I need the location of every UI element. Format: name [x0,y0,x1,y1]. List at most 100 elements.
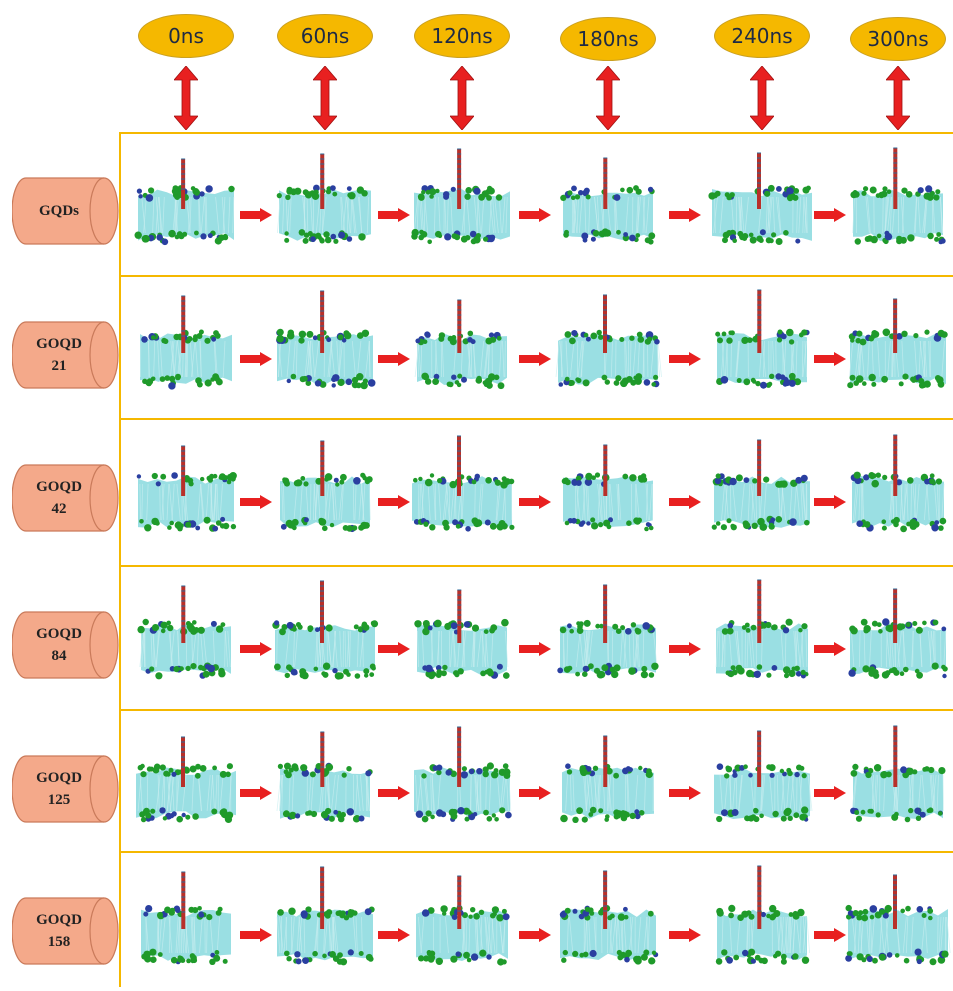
right-arrow-icon [814,928,846,942]
membrane-snapshot [850,147,946,245]
right-arrow-icon [377,786,410,800]
right-arrow-icon [669,786,701,800]
time-label-240ns: 240ns [714,14,810,58]
right-arrow-icon [669,495,701,509]
membrane-snapshot [414,589,510,680]
row-divider [119,275,953,277]
row-label-line1: GOQD [36,479,82,495]
right-arrow-icon [519,208,551,222]
membrane-snapshot [715,865,810,965]
right-arrow-icon [377,928,410,942]
membrane-snapshot [715,579,809,679]
double-headed-arrow-icon [313,66,337,130]
row-label-line1: GOQD [36,626,82,642]
row-label: GOQD 158 [12,897,122,965]
right-arrow-icon [814,642,846,656]
membrane-snapshot [141,871,231,965]
right-arrow-icon [519,642,551,656]
right-arrow-icon [239,642,272,656]
membrane-snapshot [850,725,946,823]
right-arrow-icon [239,928,272,942]
row-divider [119,851,953,853]
right-arrow-icon [377,495,410,509]
right-arrow-icon [669,352,701,366]
membrane-snapshot [414,726,512,823]
row-label-line1: GOQD [36,770,82,786]
membrane-snapshot [136,445,237,532]
membrane-snapshot [561,444,654,532]
double-headed-arrow-icon [174,66,198,130]
membrane-snapshot [714,730,813,823]
right-arrow-icon [239,786,272,800]
membrane-snapshot [560,157,656,245]
row-divider [119,418,953,420]
right-arrow-icon [814,786,846,800]
membrane-snapshot [557,584,659,679]
time-label-120ns: 120ns [414,14,510,58]
panel-frame [119,132,953,987]
membrane-snapshot [137,585,231,680]
time-label-180ns: 180ns [560,17,656,61]
right-arrow-icon [519,928,551,942]
row-label-shape [12,321,119,389]
right-arrow-icon [519,495,551,509]
membrane-snapshot [276,153,371,244]
row-label-line2: 42 [51,501,67,517]
membrane-snapshot [845,874,951,966]
time-label-60ns: 60ns [277,14,373,58]
right-arrow-icon [239,495,272,509]
membrane-snapshot [276,731,373,823]
membrane-snapshot [708,152,812,245]
double-headed-arrow-icon [596,66,620,130]
membrane-snapshot [412,435,515,532]
membrane-snapshot [136,736,236,823]
row-label-line2: 84 [51,648,67,664]
membrane-snapshot [414,299,507,390]
row-label-shape [12,897,119,965]
right-arrow-icon [377,208,410,222]
row-divider [119,709,953,711]
right-arrow-icon [377,352,410,366]
row-label-shape [12,611,119,679]
membrane-snapshot [272,580,379,680]
membrane-snapshot [555,294,662,388]
right-arrow-icon [669,642,701,656]
row-divider [119,565,953,567]
double-headed-arrow-icon [750,66,774,130]
membrane-snapshot [559,870,659,965]
right-arrow-icon [814,352,846,366]
membrane-snapshot [711,439,810,531]
right-arrow-icon [814,208,846,222]
time-label-300ns: 300ns [850,17,946,61]
right-arrow-icon [239,208,272,222]
membrane-snapshot [276,290,376,390]
row-label: GOQD 84 [12,611,122,679]
right-arrow-icon [519,352,551,366]
membrane-snapshot [280,440,373,533]
membrane-snapshot [848,588,948,679]
membrane-snapshot [134,158,235,246]
row-label-shape [12,177,119,245]
row-label-shape [12,755,119,823]
membrane-snapshot [411,148,510,245]
right-arrow-icon [519,786,551,800]
row-label-line2: 125 [47,792,71,808]
membrane-snapshot [560,735,654,823]
row-label: GOQD 42 [12,464,122,532]
row-label-line1: GQDs [38,203,79,219]
membrane-snapshot [276,866,375,966]
right-arrow-icon [814,495,846,509]
right-arrow-icon [669,928,701,942]
right-arrow-icon [669,208,701,222]
row-label: GQDs [12,177,122,245]
membrane-snapshot [847,298,948,389]
membrane-snapshot [416,875,510,966]
right-arrow-icon [377,642,410,656]
double-headed-arrow-icon [886,66,910,130]
row-label-line1: GOQD [36,912,82,928]
row-label-line2: 158 [47,934,71,950]
row-label: GOQD 125 [12,755,122,823]
double-headed-arrow-icon [450,66,474,130]
row-label-line2: 21 [51,358,67,374]
